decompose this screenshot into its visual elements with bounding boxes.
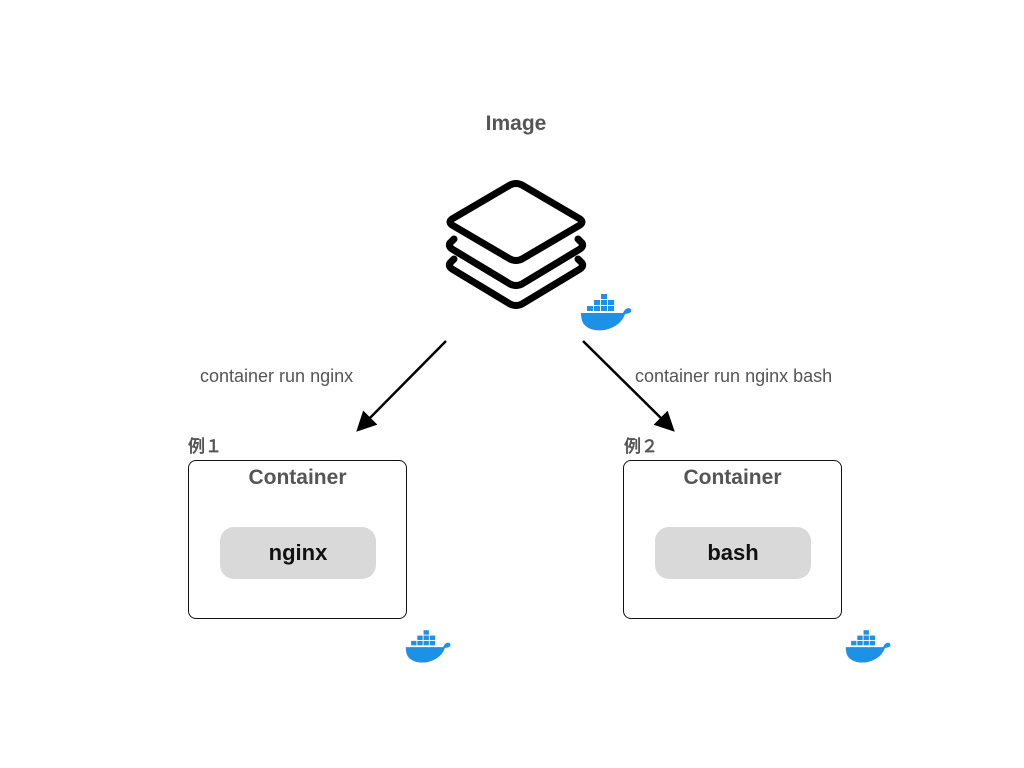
container-title: Container [683,466,782,489]
command-left-label: container run nginx [200,366,354,386]
arrow-right-line [582,340,675,432]
container-box-2: Container bash [623,460,842,619]
image-title: Image [485,112,547,135]
container-title: Container [248,466,347,489]
layers-stack-icon [445,180,587,309]
arrow-left-line [356,340,447,432]
process-pill-nginx: nginx [220,527,376,579]
docker-whale-icon [405,630,451,663]
docker-whale-icon [581,294,632,331]
example-1-tag: 例１ [188,437,222,456]
docker-whale-icon [845,630,891,663]
process-pill-bash: bash [655,527,811,579]
example-2-tag: 例２ [624,437,658,456]
command-right-label: container run nginx bash [635,366,833,386]
container-box-1: Container nginx [188,460,407,619]
